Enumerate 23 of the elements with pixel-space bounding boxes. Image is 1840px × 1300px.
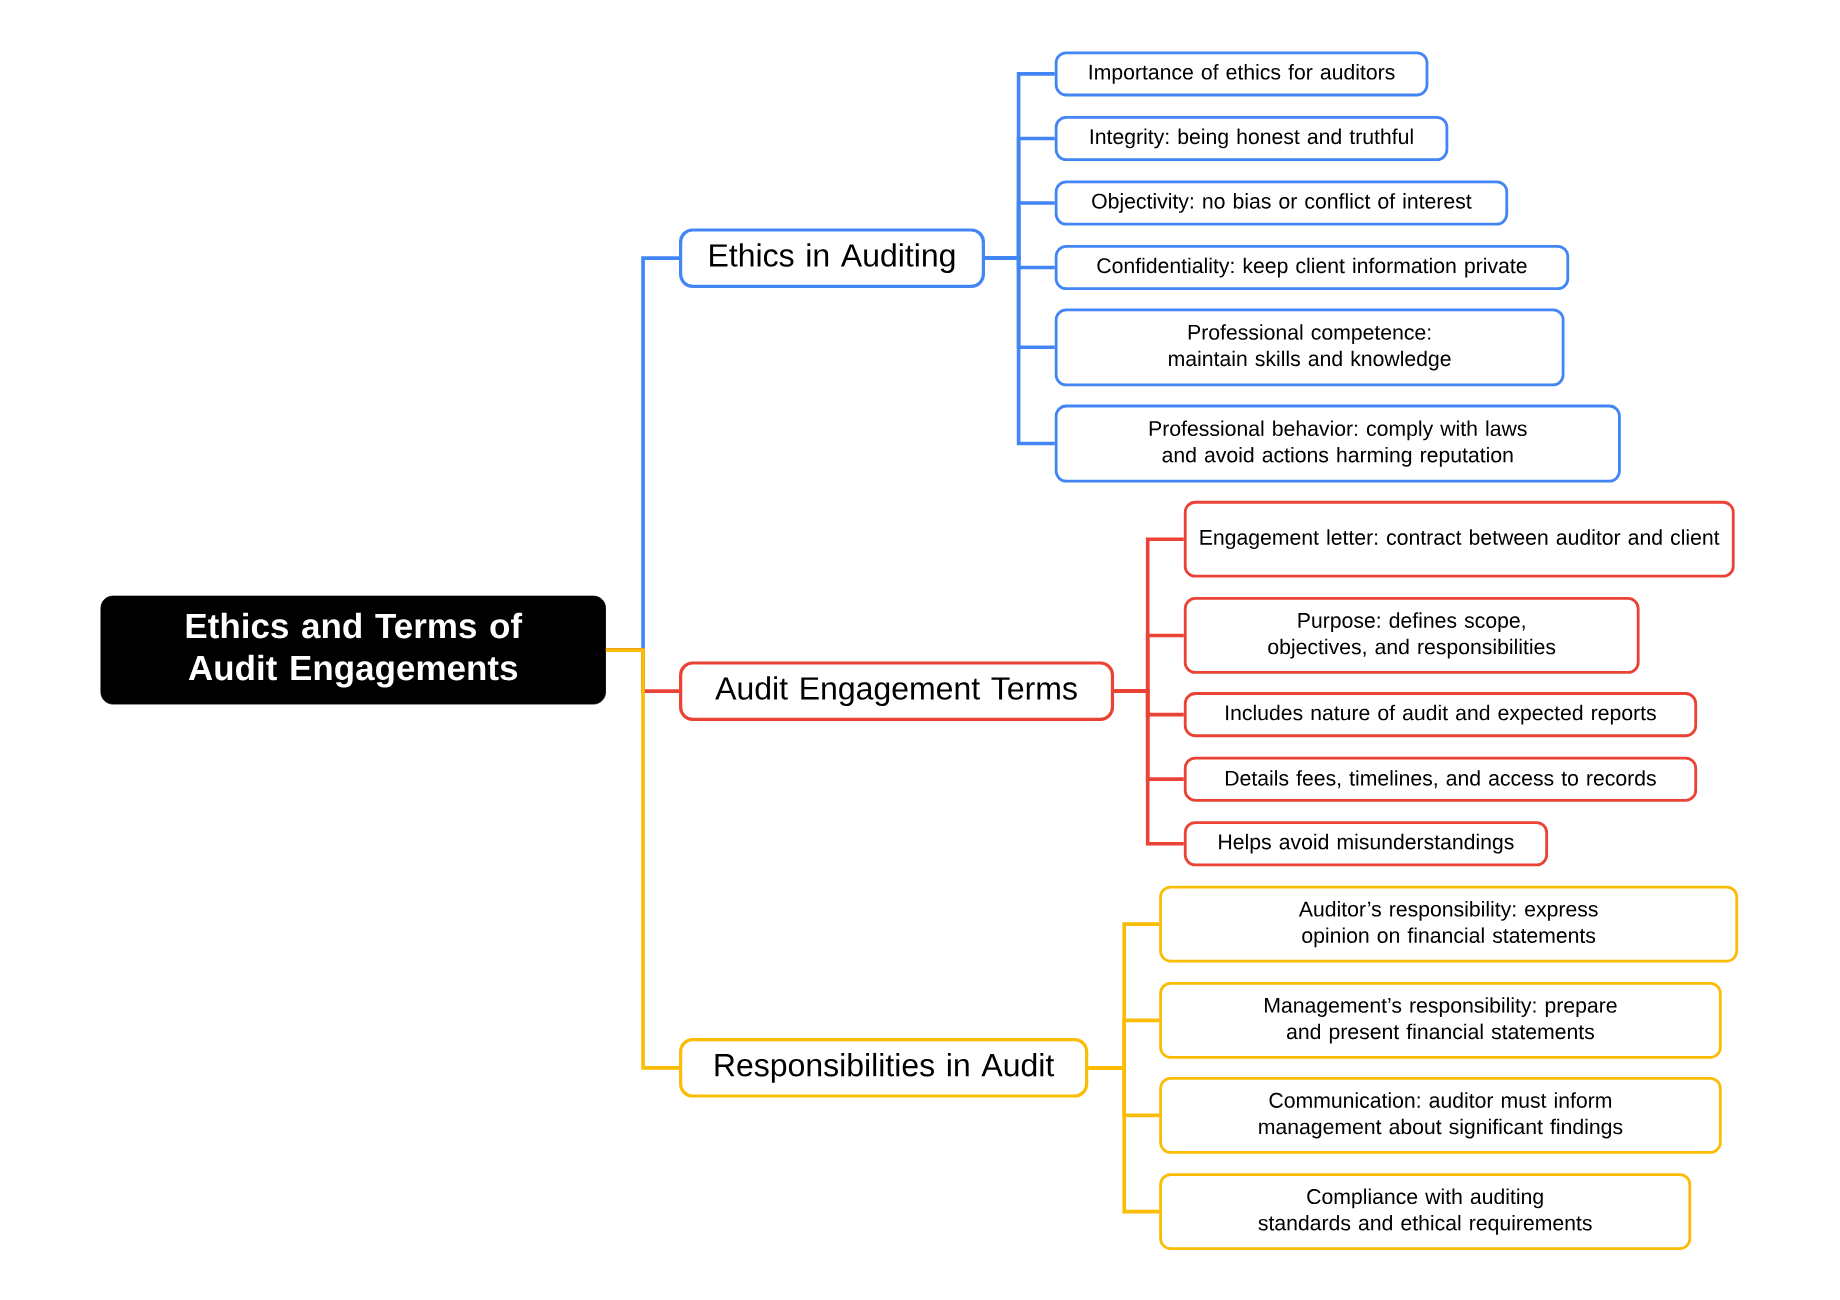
subtopic-box: Professional competence: maintain skills and knowledge (1054, 308, 1565, 387)
connector-line (1088, 1066, 1160, 1214)
connector-line (984, 256, 1055, 446)
subtopic-box: Confidentiality: keep client information private (1054, 245, 1570, 291)
topic-box: Responsibilities in Audit (679, 1038, 1089, 1098)
root-box: Ethics and Terms of Audit Engagements (100, 595, 606, 705)
topic-box: Ethics in Auditing (679, 228, 985, 288)
subtopic-box: Engagement letter: contract between auditor and client (1183, 500, 1735, 578)
subtopic-box: Communication: auditor must inform management about significant findings (1159, 1077, 1722, 1154)
subtopic-box: Helps avoid misunderstandings (1183, 821, 1549, 867)
connector-line (605, 648, 679, 1070)
subtopic-box: Professional behavior: comply with laws and avoid actions harming reputation (1054, 404, 1621, 483)
subtopic-box: Auditor’s responsibility: express opinion on financial statements (1159, 885, 1739, 963)
connector-line (1114, 689, 1184, 846)
subtopic-box: Importance of ethics for auditors (1054, 51, 1429, 97)
subtopic-box: Management’s responsibility: prepare and present financial statements (1159, 981, 1722, 1059)
subtopic-box: Purpose: defines scope, objectives, and responsibilities (1183, 597, 1640, 674)
subtopic-box: Includes nature of audit and expected reports (1183, 692, 1698, 738)
subtopic-box: Integrity: being honest and truthful (1054, 115, 1449, 161)
subtopic-box: Details fees, timelines, and access to records (1183, 756, 1698, 802)
topic-box: Audit Engagement Terms (679, 661, 1115, 721)
subtopic-box: Compliance with auditing standards and ethical requirements (1159, 1173, 1692, 1250)
subtopic-box: Objectivity: no bias or conflict of interest (1054, 180, 1509, 226)
